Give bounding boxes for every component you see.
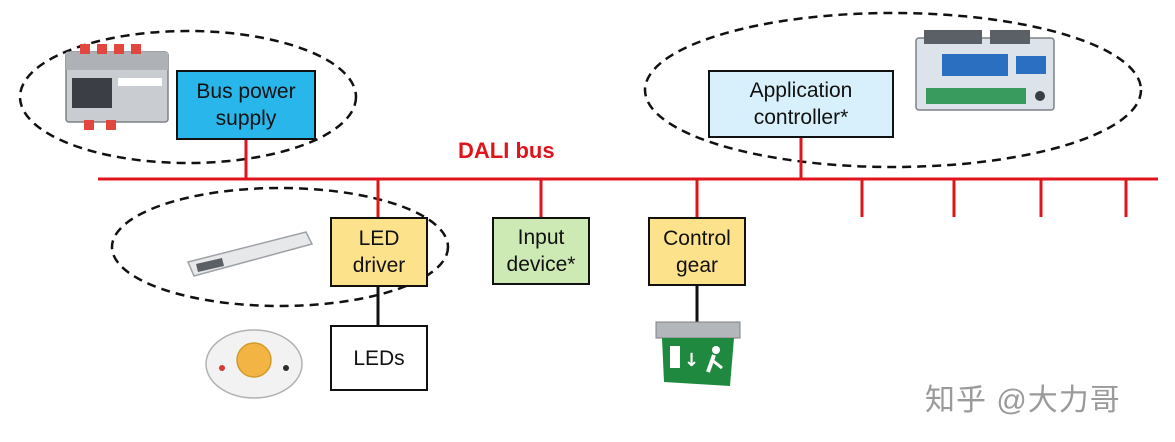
leds-label: LEDs	[353, 346, 405, 370]
led-driver-box: LED driver	[330, 217, 428, 287]
application-controller-label: Application controller*	[749, 79, 853, 129]
leds-box: LEDs	[330, 325, 428, 391]
controller-group-ellipse	[643, 11, 1143, 169]
led-driver-group-ellipse	[110, 186, 450, 308]
control-gear-box: Control gear	[648, 217, 746, 286]
exit-sign-illustration: ↓	[655, 321, 741, 386]
led-driver-label: LED driver	[352, 227, 406, 277]
led-module-illustration	[205, 329, 303, 399]
control-gear-label: Control gear	[663, 226, 731, 277]
led-driver-device-illustration	[186, 231, 314, 277]
controller-device-illustration	[915, 30, 1055, 111]
power-supply-group-ellipse	[18, 29, 358, 165]
bus-power-supply-label: Bus power supply	[196, 80, 296, 130]
svg-text:↓: ↓	[684, 350, 699, 371]
bus-power-supply-box: Bus power supply	[176, 70, 316, 140]
application-controller-box: Application controller*	[708, 70, 894, 138]
watermark-text: 知乎 @大力哥	[925, 384, 1121, 417]
dali-bus-label: DALI bus	[458, 138, 555, 163]
input-device-label: Input device*	[506, 226, 576, 276]
input-device-box: Input device*	[492, 217, 590, 285]
power-supply-device-illustration	[65, 44, 169, 130]
